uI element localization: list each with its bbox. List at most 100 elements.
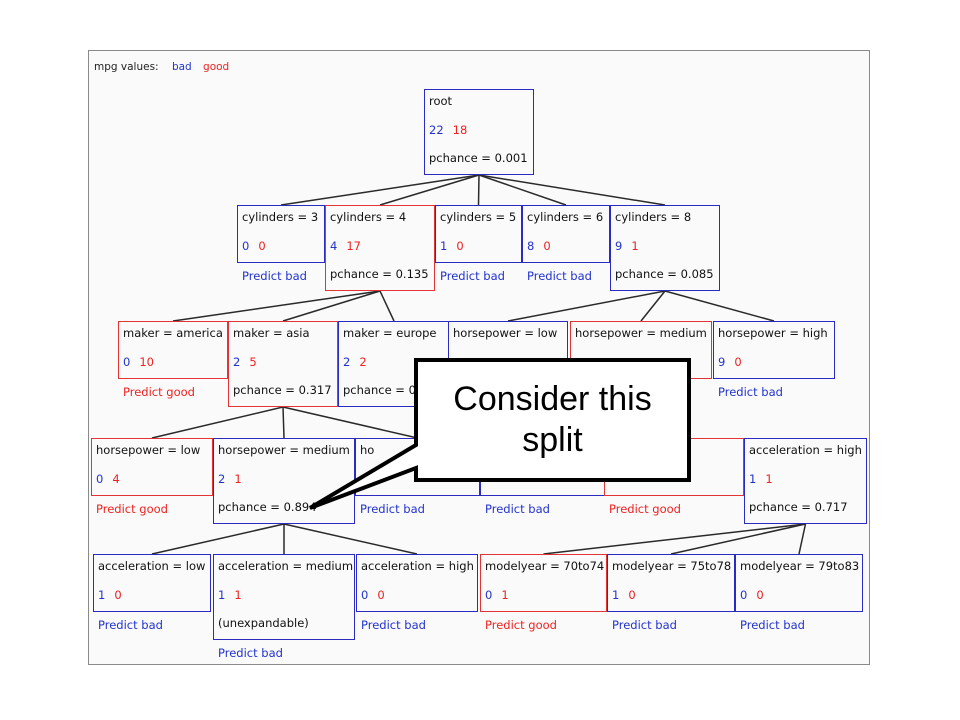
node-label: horsepower = medium — [575, 326, 707, 340]
count-bad: 9 — [615, 239, 623, 253]
count-good: 0 — [114, 588, 122, 602]
node-label: modelyear = 79to83 — [740, 559, 860, 573]
node-pchance: pchance = 0 — [343, 383, 416, 397]
count-bad: 8 — [527, 239, 535, 253]
count-bad: 1 — [612, 588, 620, 602]
node-label: maker = america — [123, 326, 223, 340]
count-good: 0 — [628, 588, 636, 602]
node-label: horsepower = medium — [218, 443, 350, 457]
node-label: maker = asia — [233, 326, 310, 340]
count-bad: 0 — [242, 239, 250, 253]
node-label: acceleration = low — [98, 559, 206, 573]
count-good: 0 — [258, 239, 266, 253]
legend-good: good — [203, 61, 230, 73]
prediction-acc_low: Predict bad — [98, 618, 163, 632]
node-pchance: pchance = 0.135 — [330, 267, 429, 281]
prediction-cyl5: Predict bad — [440, 269, 505, 283]
node-counts: 22 18 — [429, 123, 467, 137]
legend-title: mpg values: — [94, 61, 159, 73]
prediction-my_70: Predict good — [485, 618, 557, 632]
count-good: 1 — [501, 588, 509, 602]
count-good: 0 — [376, 472, 384, 486]
node-label: acceleration = medium — [218, 559, 354, 573]
prediction-cyl3: Predict bad — [242, 269, 307, 283]
prediction-hidden_a: Predict bad — [360, 502, 425, 516]
count-bad: 1 — [218, 588, 226, 602]
legend-bad: bad — [171, 61, 192, 73]
prediction-my_75: Predict bad — [612, 618, 677, 632]
node-pchance: (unexpandable) — [218, 616, 309, 630]
count-good: 10 — [139, 355, 154, 369]
count-bad: 0 — [485, 588, 493, 602]
prediction-hidden_b: Predict bad — [485, 502, 550, 516]
node-label: horsepower = high — [718, 326, 828, 340]
node-label: modelyear = 70to74 — [485, 559, 605, 573]
node-pchance: pchance = 0.717 — [749, 500, 848, 514]
node-label: maker = europe — [343, 326, 437, 340]
count-good: 0 — [543, 239, 551, 253]
count-good: 1 — [234, 472, 242, 486]
node-label: modelyear = 75to78 — [612, 559, 732, 573]
node-counts: 0 10 — [123, 355, 154, 369]
node-label: horsepower = low — [96, 443, 201, 457]
count-bad: 2 — [343, 355, 351, 369]
count-bad: 1 — [749, 472, 757, 486]
count-good: 1 — [631, 239, 639, 253]
mpg-legend: mpg values: bad good — [94, 61, 229, 73]
count-bad: 2 — [218, 472, 226, 486]
count-good: 5 — [249, 355, 257, 369]
node-label: cylinders = 5 — [440, 210, 517, 224]
node-label: cylinders = 4 — [330, 210, 407, 224]
count-bad: 2 — [233, 355, 241, 369]
count-bad: 9 — [718, 355, 726, 369]
node-pchance: pchance = 0.001 — [429, 151, 528, 165]
prediction-hp_low_as: Predict good — [96, 502, 168, 516]
count-bad: 22 — [429, 123, 444, 137]
prediction-my_79: Predict bad — [740, 618, 805, 632]
prediction-mk_am: Predict good — [123, 385, 195, 399]
node-label: acceleration = high — [749, 443, 862, 457]
count-bad: 0 — [361, 588, 369, 602]
tree-node-mk_am[interactable]: maker = america 0 10 — [118, 321, 228, 379]
node-label: cylinders = 3 — [242, 210, 319, 224]
prediction-hp_high_8: Predict bad — [718, 385, 783, 399]
node-pchance: pchance = 0.085 — [615, 267, 714, 281]
count-good: 0 — [756, 588, 764, 602]
count-bad: 0 — [360, 472, 368, 486]
node-label: ho — [360, 443, 375, 457]
count-bad: 0 — [96, 472, 104, 486]
count-bad: 0 — [123, 355, 131, 369]
count-good: 18 — [452, 123, 468, 137]
count-good: 17 — [346, 239, 361, 253]
